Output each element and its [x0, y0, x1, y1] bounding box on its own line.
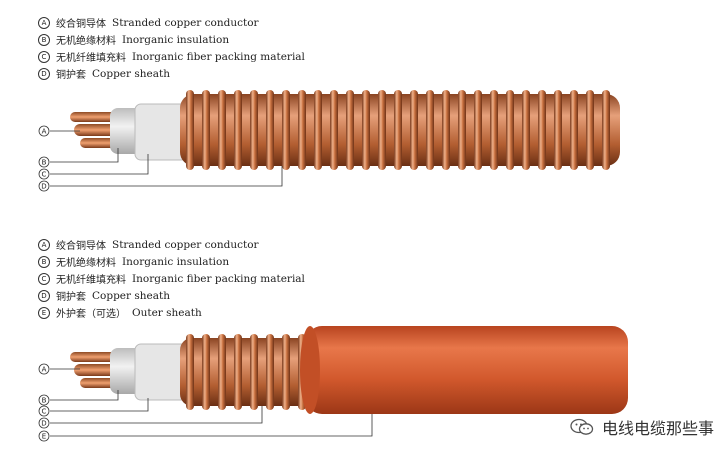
bottom-cable: A B C D E [39, 326, 628, 441]
callout-label: D [41, 183, 46, 191]
watermark: 电线电缆那些事 [570, 415, 714, 439]
outer-sheath-edge [300, 326, 320, 414]
callout-label: A [42, 366, 47, 374]
callout-label: B [42, 397, 47, 405]
outer-sheath [306, 326, 628, 414]
top-cable: A B C D [39, 90, 620, 191]
callout-label: C [42, 408, 47, 416]
wechat-icon [570, 418, 594, 436]
callout-label: A [42, 128, 47, 136]
callout-badges: A B C D E [39, 364, 49, 441]
callout-label: E [42, 433, 46, 441]
callout-label: B [42, 159, 47, 167]
callout-label: D [41, 420, 46, 428]
watermark-text: 电线电缆那些事 [602, 415, 714, 439]
fiber-packing-layer [135, 344, 187, 400]
callout-badges: A B C D [39, 126, 49, 191]
fiber-packing-layer [135, 104, 187, 160]
callout-label: C [42, 171, 47, 179]
